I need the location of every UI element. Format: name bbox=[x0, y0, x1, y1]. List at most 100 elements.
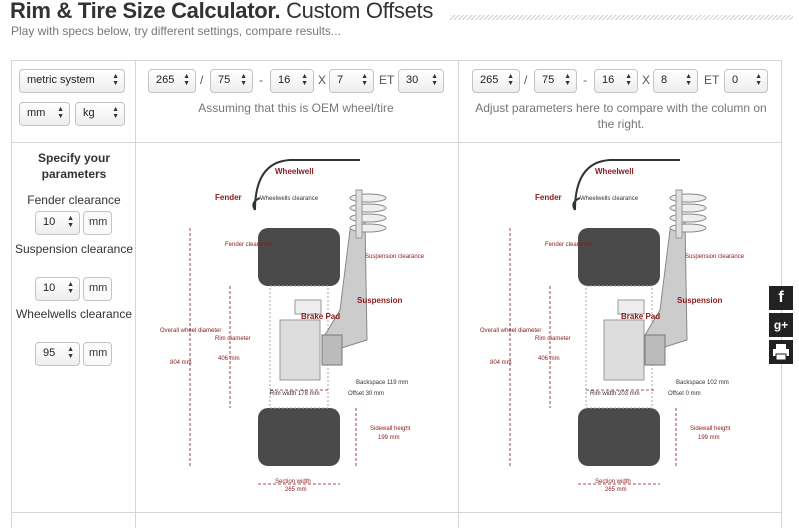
tire-top bbox=[258, 228, 340, 286]
suspension-unit: mm bbox=[83, 277, 112, 301]
print-button[interactable] bbox=[769, 340, 793, 364]
select-arrows-icon: ▲▼ bbox=[564, 73, 571, 87]
google-plus-share-button[interactable]: g+ bbox=[769, 313, 793, 337]
separator: - bbox=[259, 73, 263, 87]
row-divider bbox=[12, 512, 781, 513]
wheel-diagram-compare: Wheelwell Fender Wheelwells clearance Fe… bbox=[480, 159, 745, 493]
label-wheelwell: Wheelwell bbox=[595, 167, 634, 176]
compare-aspect-select[interactable]: 75▲▼ bbox=[534, 69, 577, 93]
value-backspace: Backspace 119 mm bbox=[356, 380, 408, 386]
page-header: Rim & Tire Size Calculator. Custom Offse… bbox=[10, 0, 793, 44]
column-divider bbox=[135, 61, 136, 528]
page-subtitle: Play with specs below, try different set… bbox=[11, 24, 341, 38]
separator: X bbox=[318, 73, 327, 87]
label-section-width: Section width bbox=[595, 479, 631, 485]
wheelwells-clearance-stepper[interactable]: 95▲▼ bbox=[35, 342, 80, 366]
hub-cap bbox=[617, 299, 645, 315]
select-arrows-icon: ▲▼ bbox=[507, 73, 514, 87]
fender-clearance-label: Fender clearance bbox=[27, 193, 121, 207]
value-overall-diameter: 804 mm bbox=[490, 360, 512, 366]
rim-outline bbox=[269, 285, 329, 409]
fender-clearance-stepper[interactable]: 10▲▼ bbox=[35, 211, 80, 235]
value-rim-diameter: 406 mm bbox=[218, 356, 240, 362]
select-arrows-icon: ▲▼ bbox=[301, 73, 308, 87]
length-unit-select[interactable]: mm▲▼ bbox=[19, 102, 70, 126]
facebook-icon: f bbox=[778, 289, 784, 306]
separator: - bbox=[583, 73, 587, 87]
label-fender: Fender bbox=[215, 193, 242, 202]
select-arrows-icon: ▲▼ bbox=[183, 73, 190, 87]
hub-cap bbox=[294, 299, 322, 315]
google-plus-icon: g+ bbox=[773, 318, 789, 332]
wheelwells-clearance-label: Wheelwells clearance bbox=[15, 307, 133, 321]
select-arrows-icon: ▲▼ bbox=[112, 73, 119, 87]
oem-width-select[interactable]: 265▲▼ bbox=[148, 69, 196, 93]
label-sidewall: Sidewall height bbox=[370, 426, 411, 432]
value-backspace: Backspace 102 mm bbox=[676, 380, 729, 386]
oem-note: Assuming that this is OEM wheel/tire bbox=[198, 101, 394, 115]
et-label: ET bbox=[704, 73, 720, 87]
tire-bottom bbox=[258, 408, 340, 466]
label-overall-diameter: Overall wheel diameter bbox=[160, 328, 221, 334]
select-arrows-icon: ▲▼ bbox=[112, 106, 119, 120]
system-select[interactable]: metric system▲▼ bbox=[19, 69, 125, 93]
select-arrows-icon: ▲▼ bbox=[685, 73, 692, 87]
compare-width-select[interactable]: 265▲▼ bbox=[472, 69, 520, 93]
oem-offset-select[interactable]: 30▲▼ bbox=[398, 69, 444, 93]
select-arrows-icon: ▲▼ bbox=[431, 73, 438, 87]
compare-rim-width-select[interactable]: 8▲▼ bbox=[653, 69, 698, 93]
separator: / bbox=[524, 73, 528, 87]
stepper-arrows-icon: ▲▼ bbox=[67, 346, 74, 360]
label-sidewall: Sidewall height bbox=[690, 426, 731, 432]
dimension-lines bbox=[509, 228, 677, 485]
label-suspension: Suspension bbox=[357, 296, 402, 305]
title-divider bbox=[450, 15, 793, 20]
compare-rim-select[interactable]: 16▲▼ bbox=[594, 69, 638, 93]
select-arrows-icon: ▲▼ bbox=[755, 73, 762, 87]
value-rim-width: Rim width 203 mm bbox=[590, 391, 640, 397]
page-title: Rim & Tire Size Calculator. Custom Offse… bbox=[10, 0, 434, 23]
rim-outline bbox=[585, 285, 653, 409]
oem-rim-width-select[interactable]: 7▲▼ bbox=[329, 69, 374, 93]
value-sidewall: 199 mm bbox=[378, 435, 400, 441]
hub bbox=[279, 319, 321, 381]
fender-hook bbox=[572, 197, 581, 211]
compare-offset-select[interactable]: 0▲▼ bbox=[724, 69, 768, 93]
params-heading: Specify your parameters bbox=[37, 151, 111, 181]
stepper-arrows-icon: ▲▼ bbox=[67, 215, 74, 229]
label-section-width: Section width bbox=[275, 479, 311, 485]
spring bbox=[669, 193, 707, 233]
label-fender-clearance: Fender clearance bbox=[225, 242, 272, 248]
tire-top bbox=[578, 228, 660, 286]
value-section-width: 265 mm bbox=[285, 487, 307, 493]
label-suspension-clearance: Suspension clearance bbox=[365, 254, 425, 260]
label-rim-diameter: Rim diameter bbox=[215, 336, 251, 342]
select-arrows-icon: ▲▼ bbox=[57, 106, 64, 120]
label-fender: Fender bbox=[535, 193, 562, 202]
select-arrows-icon: ▲▼ bbox=[240, 73, 247, 87]
label-suspension-clearance: Suspension clearance bbox=[685, 254, 745, 260]
label-overall-diameter: Overall wheel diameter bbox=[480, 328, 541, 334]
wheel-diagram-oem: Wheelwell Fender Wheelwells clearance Fe… bbox=[160, 159, 425, 493]
suspension-clearance-stepper[interactable]: 10▲▼ bbox=[35, 277, 80, 301]
diagram-content: Wheelwell Fender Wheelwells clearance Fe… bbox=[160, 159, 425, 493]
oem-rim-select[interactable]: 16▲▼ bbox=[270, 69, 314, 93]
select-arrows-icon: ▲▼ bbox=[361, 73, 368, 87]
label-fender-clearance: Fender clearance bbox=[545, 242, 592, 248]
oem-aspect-select[interactable]: 75▲▼ bbox=[210, 69, 253, 93]
label-wheelwells-clearance: Wheelwells clearance bbox=[580, 196, 639, 202]
label-wheelwell: Wheelwell bbox=[275, 167, 314, 176]
row-divider bbox=[12, 142, 781, 143]
label-wheelwells-clearance: Wheelwells clearance bbox=[260, 196, 319, 202]
dimension-lines bbox=[189, 228, 357, 485]
weight-unit-select[interactable]: kg▲▼ bbox=[75, 102, 125, 126]
value-sidewall: 199 mm bbox=[698, 435, 720, 441]
label-brake-pad: Brake Pad bbox=[301, 312, 340, 321]
column-divider bbox=[458, 61, 459, 528]
label-rim-diameter: Rim diameter bbox=[535, 336, 571, 342]
brake-caliper bbox=[644, 334, 666, 366]
et-label: ET bbox=[379, 73, 395, 87]
facebook-share-button[interactable]: f bbox=[769, 286, 793, 310]
compare-note: Adjust parameters here to compare with t… bbox=[475, 101, 767, 131]
fender-hook bbox=[252, 197, 261, 211]
